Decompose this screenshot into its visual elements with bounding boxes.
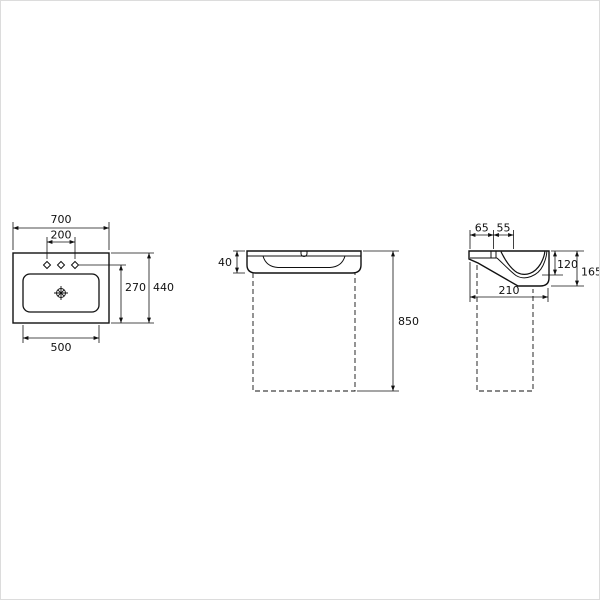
dim-lines-top-view (12, 222, 154, 343)
dim-tap-to-bowl-label: 55 (497, 222, 511, 235)
dim-rim-height-label: 40 (218, 256, 232, 269)
dim-bowl-front-depth-label: 270 (125, 281, 146, 294)
bowl-front-curve (262, 255, 346, 268)
cabinet-outline-front (252, 273, 356, 392)
dim-labels-top-view: 700 200 270 440 500 (51, 213, 175, 354)
ext-lines-440 (111, 252, 154, 324)
tap-hole-right (70, 260, 80, 270)
dim-installation-height-label: 850 (398, 315, 419, 328)
dim-lines-front-view (233, 250, 399, 392)
tap-hole-front (300, 251, 308, 257)
dim-overall-depth-label: 440 (153, 281, 174, 294)
side-view: 65 55 120 165 210 (468, 222, 600, 392)
cabinet-outline-side (476, 265, 534, 392)
dim-overall-width-label: 700 (51, 213, 72, 226)
drain-symbol (54, 286, 68, 300)
basin-outline-front (246, 250, 362, 274)
dim-lines-side-view (469, 230, 584, 302)
bowl-curve-inner (500, 251, 546, 275)
front-view: 40 850 (218, 250, 419, 392)
dim-back-to-tap-label: 65 (475, 222, 489, 235)
tap-holes (42, 260, 80, 270)
ext-lines-500 (22, 325, 100, 343)
bowl-curve-outer (496, 251, 548, 279)
dim-bowl-inner-depth-label: 120 (557, 258, 578, 271)
dim-labels-front-view: 40 850 (218, 256, 419, 328)
ext-lines-40 (233, 250, 245, 274)
top-view: 700 200 270 440 500 (12, 213, 175, 354)
dim-tap-spacing-label: 200 (51, 229, 72, 242)
tap-hole-center (56, 260, 66, 270)
dim-labels-side-view: 65 55 120 165 210 (475, 222, 600, 298)
dim-front-height-label: 165 (581, 266, 600, 279)
dim-bowl-width-label: 500 (51, 341, 72, 354)
dim-bowl-depth-label: 210 (499, 284, 520, 297)
tap-hole-left (42, 260, 52, 270)
tap-hole-side (490, 251, 497, 258)
bowl-outline-top (22, 273, 100, 313)
